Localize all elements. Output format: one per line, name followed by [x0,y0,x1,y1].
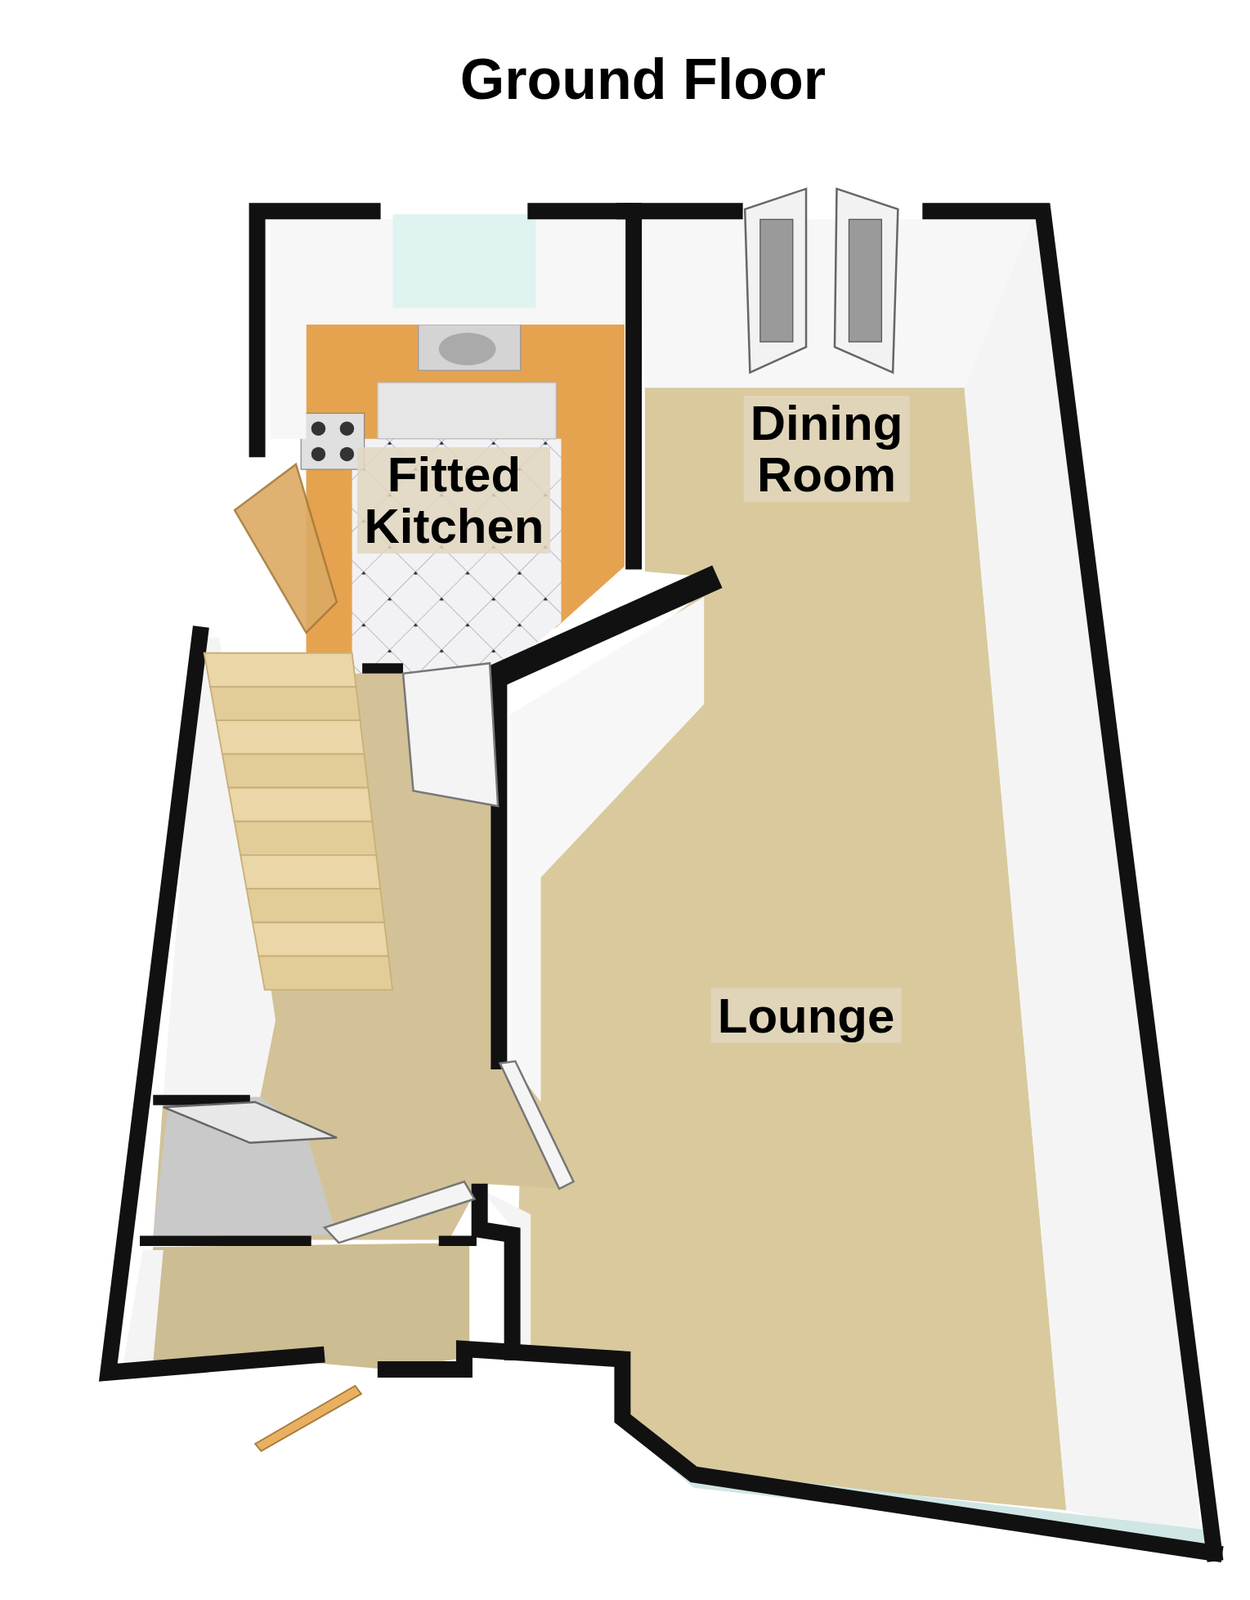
door-glass [848,219,882,342]
stair-step [252,922,389,956]
stair-step [258,955,393,990]
stair-step [222,753,369,788]
stair-step [228,788,372,822]
wall [144,1235,306,1246]
french-door [744,188,807,373]
wall [257,210,373,449]
cupboard-shelf [163,1102,337,1143]
front-door [255,1385,362,1452]
wall [625,210,642,561]
wall [443,1235,472,1246]
wall-face [963,219,1202,1541]
wall [479,1191,513,1353]
kitchen-window [393,214,537,309]
wall [367,663,398,673]
wall [624,202,735,220]
stair-step [215,720,364,754]
hob-ring [311,421,326,435]
plan-title: Ground Floor [460,46,826,113]
wall [501,581,707,673]
kitchen-door [234,464,337,633]
stair-step [234,821,377,856]
sink-bowl [439,332,497,366]
kitchen-units [377,382,556,440]
wall [385,1348,1215,1554]
hob [300,412,364,470]
cupboard-door [324,1181,475,1243]
wall-face [510,596,704,1103]
sink [418,324,521,371]
room-label: Fitted Kitchen [357,447,551,554]
hob-ring [340,421,354,435]
cupboard-floor [152,1097,337,1237]
stair-step [210,686,360,721]
hall-door [403,663,498,807]
room-label: Dining Room [743,395,910,502]
kitchen-tiles [352,439,562,674]
wall-face [479,1188,531,1358]
wall [930,210,1215,1553]
french-door [834,188,898,373]
lounge-door [500,1061,574,1189]
stair-step [246,888,386,923]
stair-step [240,855,381,889]
door-glass [760,219,794,342]
stair-step [204,653,357,687]
staircase [204,653,393,991]
walls [107,210,1215,1553]
hob-ring [311,447,326,462]
hob-ring [340,447,354,462]
room-label: Lounge [711,987,902,1043]
wall [535,202,625,220]
